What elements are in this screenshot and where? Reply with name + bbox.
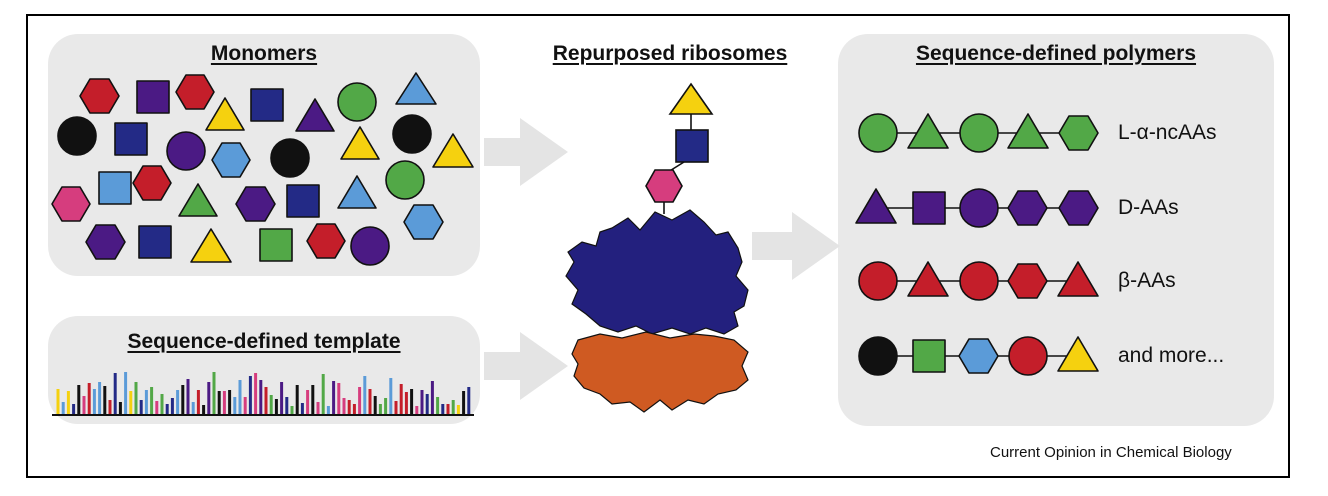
polymer-4-circle bbox=[858, 336, 898, 376]
polymer-4-triangle bbox=[1057, 336, 1099, 372]
monomer-hexagon bbox=[235, 186, 276, 222]
polymer-label-2: D-AAs bbox=[1118, 196, 1179, 219]
polymers-title: Sequence-defined polymers bbox=[915, 42, 1197, 65]
monomer-triangle bbox=[190, 228, 232, 263]
monomer-circle bbox=[57, 116, 97, 156]
monomers-title: Monomers bbox=[210, 42, 318, 65]
polymer-label-1: L-α-ncAAs bbox=[1118, 121, 1217, 144]
polymer-3-hexagon bbox=[1007, 263, 1048, 299]
polymer-1-triangle bbox=[907, 113, 949, 149]
monomer-hexagon bbox=[85, 224, 126, 260]
polymer-4-circle bbox=[1008, 336, 1048, 376]
ribosome bbox=[565, 209, 749, 413]
monomer-square bbox=[259, 228, 293, 262]
monomer-triangle bbox=[337, 175, 377, 209]
polymer-4-hexagon bbox=[958, 338, 999, 374]
polymer-1-hexagon bbox=[1058, 115, 1099, 151]
nascent-chain bbox=[645, 82, 714, 214]
monomer-square bbox=[136, 80, 170, 114]
monomer-circle bbox=[337, 82, 377, 122]
polymer-chains bbox=[855, 113, 1099, 376]
polymer-3-circle bbox=[959, 261, 999, 301]
monomer-circle bbox=[270, 138, 310, 178]
monomer-triangle bbox=[205, 97, 245, 131]
polymer-4-square bbox=[912, 339, 946, 373]
chain-square bbox=[675, 129, 709, 163]
monomer-square bbox=[250, 88, 284, 122]
polymer-2-square bbox=[912, 191, 946, 225]
polymer-3-triangle bbox=[1057, 261, 1099, 297]
chain-triangle bbox=[668, 82, 714, 115]
monomer-hexagon bbox=[51, 186, 91, 222]
polymer-1-triangle bbox=[1007, 113, 1049, 149]
polymer-1-circle bbox=[959, 113, 999, 153]
monomer-hexagon bbox=[306, 223, 346, 259]
template-title: Sequence-defined template bbox=[127, 330, 401, 353]
monomer-triangle bbox=[178, 183, 218, 217]
ribosome-small-subunit bbox=[571, 331, 749, 413]
polymer-2-circle bbox=[959, 188, 999, 228]
polymer-label-3: β-AAs bbox=[1118, 269, 1176, 292]
monomer-triangle bbox=[395, 72, 437, 105]
monomer-square bbox=[138, 225, 172, 259]
chain-hexagon bbox=[645, 169, 683, 203]
monomer-hexagon bbox=[211, 142, 251, 178]
ribosome-large-subunit bbox=[565, 209, 749, 335]
monomer-hexagon bbox=[175, 74, 215, 110]
polymer-label-4: and more... bbox=[1118, 344, 1225, 367]
arrow-monomers-to-ribosome bbox=[484, 118, 568, 186]
monomer-square bbox=[286, 184, 320, 218]
monomer-triangle bbox=[432, 133, 474, 168]
polymer-2-triangle bbox=[855, 188, 897, 224]
polymer-2-hexagon bbox=[1058, 190, 1099, 226]
monomer-circle bbox=[350, 226, 390, 266]
ribosomes-title: Repurposed ribosomes bbox=[552, 42, 788, 65]
polymer-3-triangle bbox=[907, 261, 949, 297]
monomer-triangle bbox=[340, 126, 380, 160]
arrow-ribosome-to-polymers bbox=[752, 212, 840, 280]
polymer-2-hexagon bbox=[1007, 190, 1048, 226]
monomer-circle bbox=[166, 131, 206, 171]
polymer-1-circle bbox=[858, 113, 898, 153]
polymers-panel bbox=[838, 34, 1274, 426]
monomer-circle bbox=[385, 160, 425, 200]
monomer-hexagon bbox=[403, 204, 444, 240]
monomer-square bbox=[114, 122, 148, 156]
monomer-square bbox=[98, 171, 132, 205]
arrow-template-to-ribosome bbox=[484, 332, 568, 400]
monomer-hexagon bbox=[132, 165, 172, 201]
template-barcode bbox=[56, 372, 471, 414]
polymer-3-circle bbox=[858, 261, 898, 301]
monomer-shapes bbox=[51, 72, 474, 266]
journal-credit: Current Opinion in Chemical Biology bbox=[990, 444, 1232, 461]
monomer-triangle bbox=[295, 98, 335, 132]
monomer-circle bbox=[392, 114, 432, 154]
monomer-hexagon bbox=[79, 78, 120, 114]
